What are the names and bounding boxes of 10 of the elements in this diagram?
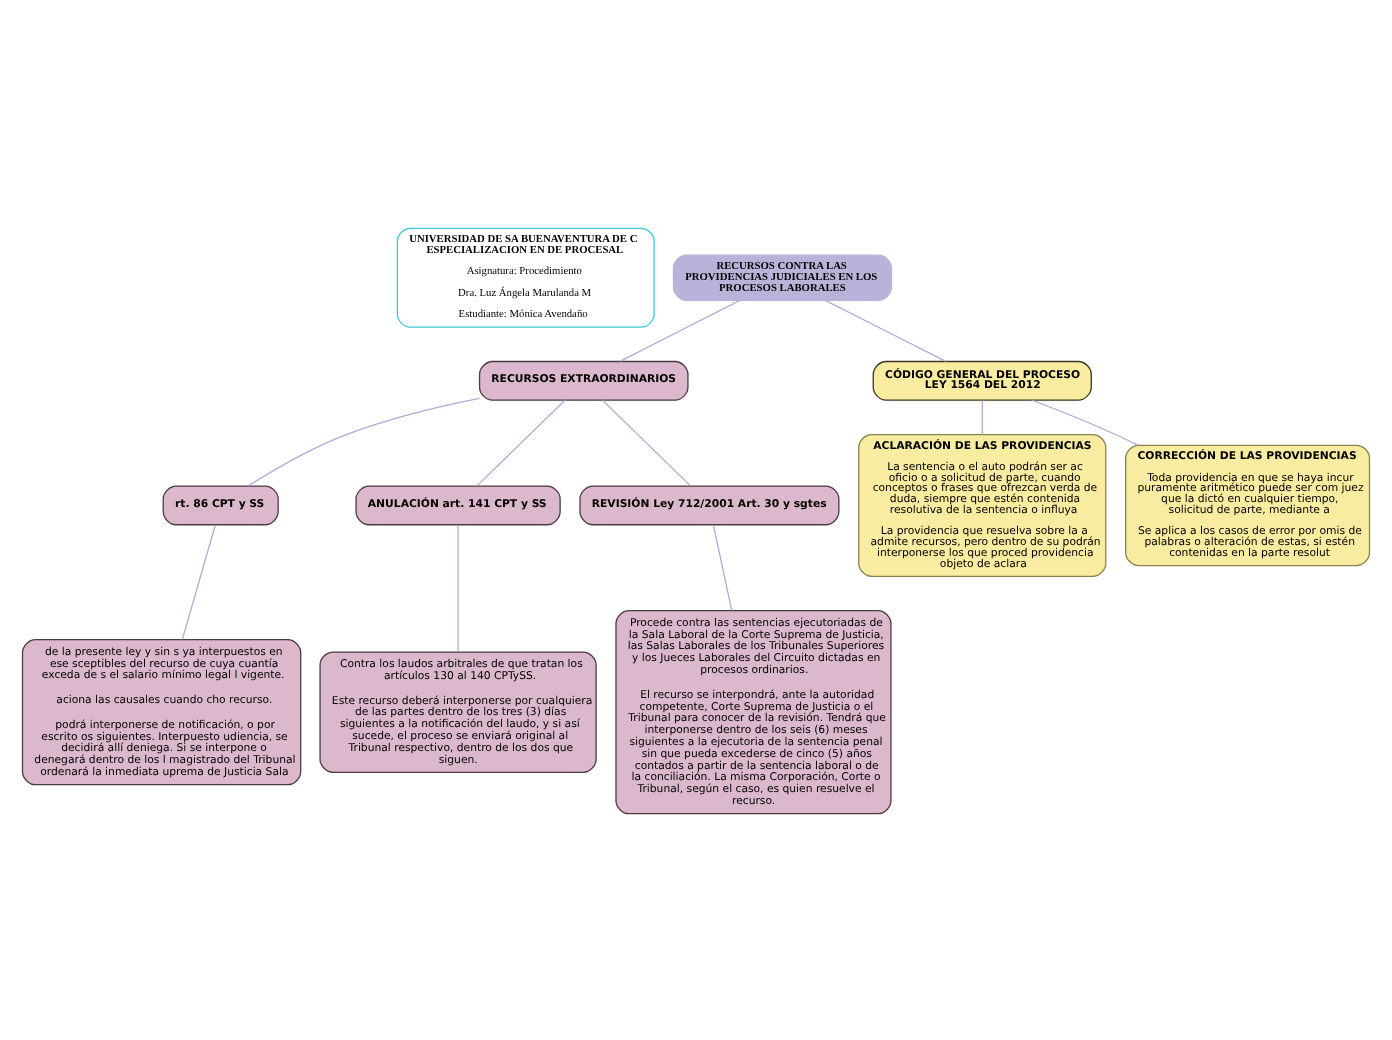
- connector: [247, 396, 480, 486]
- connector: [1031, 398, 1139, 445]
- connector: [981, 398, 983, 435]
- connector: [476, 398, 566, 486]
- connector: [181, 523, 216, 639]
- connector: [619, 298, 741, 361]
- connector: [712, 523, 733, 611]
- connector: [824, 298, 947, 361]
- connector: [601, 398, 692, 486]
- connector: [457, 523, 459, 652]
